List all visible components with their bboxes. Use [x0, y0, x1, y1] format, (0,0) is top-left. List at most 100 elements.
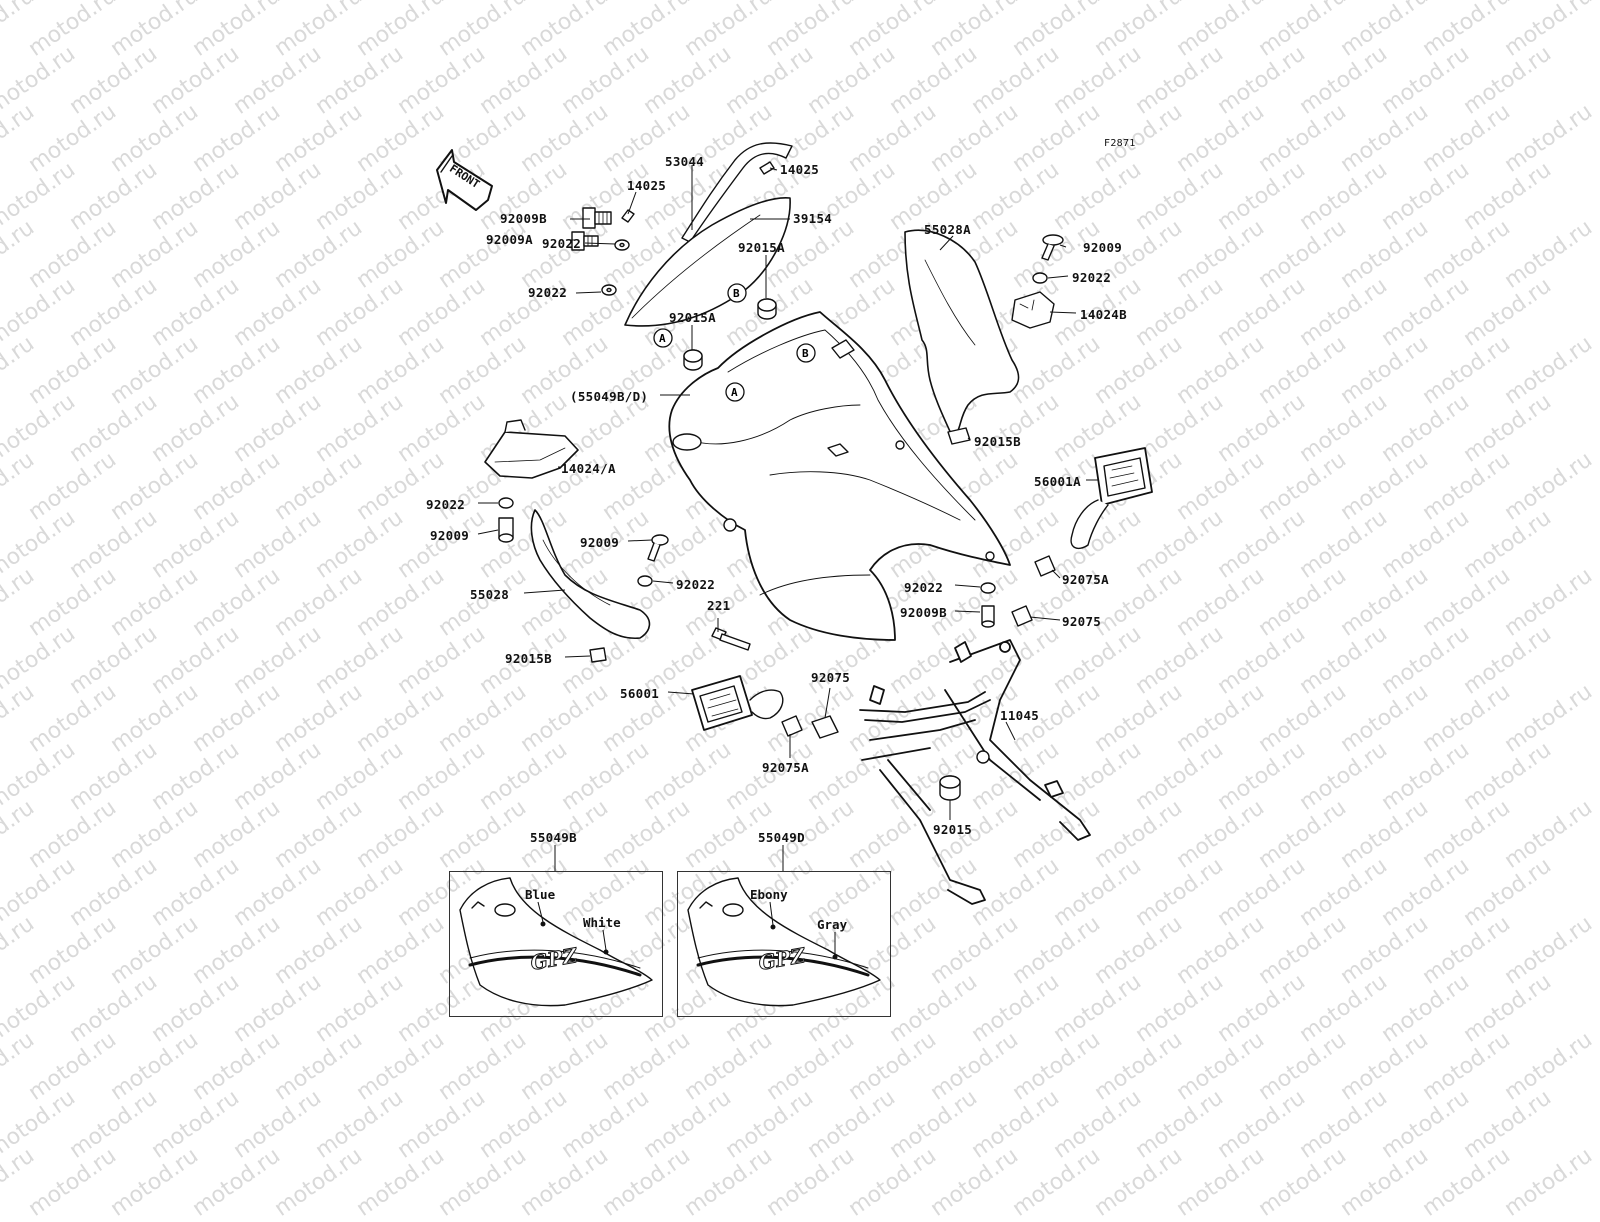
washer-92022-mid — [637, 575, 653, 587]
leader-92022-mid — [652, 580, 674, 584]
spacer-92075-right — [1011, 605, 1033, 627]
mirror-right — [1070, 447, 1153, 550]
hose-clip-left — [621, 209, 635, 223]
label-92075A-right: 92075A — [1062, 572, 1109, 587]
windshield — [624, 197, 791, 327]
inset2-color1: Ebony — [750, 887, 788, 902]
label-56001: 56001 — [620, 686, 660, 701]
label-55028: 55028 — [470, 587, 510, 602]
screw-92009-top-right — [1041, 234, 1064, 261]
label-92022-b: 92022 — [528, 285, 568, 300]
svg-text:A: A — [659, 332, 666, 345]
leader-92075-right — [1029, 616, 1061, 621]
leader-14025-right — [769, 167, 778, 171]
label-55028A: 55028A — [924, 222, 971, 237]
label-39154: 39154 — [793, 211, 833, 226]
leader-14024B — [1049, 311, 1077, 314]
washer-92022-b — [601, 284, 617, 296]
grommet-92015 — [939, 775, 961, 801]
figure-id: F2871 — [1104, 138, 1136, 149]
inset1-color2: White — [583, 915, 621, 930]
label-92015B-right: 92015B — [974, 434, 1021, 449]
label-55049BD: (55049B/D) — [570, 389, 649, 404]
svg-text:A: A — [731, 386, 738, 399]
label-92022-top-right: 92022 — [1072, 270, 1112, 285]
label-92022-a: 92022 — [542, 236, 582, 251]
leader-11045 — [1005, 721, 1016, 741]
hose-clip-right — [759, 161, 775, 175]
washer-92022-right-mid — [980, 582, 996, 594]
leader-92009-mid — [627, 539, 653, 542]
mirror-left — [691, 675, 784, 731]
bracket-14024A — [484, 431, 579, 479]
label-92009-mid: 92009 — [580, 535, 620, 550]
clip-92015B-left — [589, 647, 607, 663]
inset2-box — [677, 871, 891, 1017]
label-14024B: 14024B — [1080, 307, 1127, 322]
ref-marker-b-cowl: B — [796, 343, 816, 363]
screw-92009-mid — [647, 534, 669, 562]
leader-ebony — [769, 901, 774, 926]
leader-92009B-mid — [954, 610, 981, 613]
inner-panel-right — [904, 229, 1020, 437]
leader-55028 — [523, 589, 566, 594]
screw-92009B-top — [582, 207, 612, 229]
label-92075-right: 92075 — [1062, 614, 1102, 629]
label-56001A: 56001A — [1034, 474, 1081, 489]
inset1-color1: Blue — [525, 887, 556, 902]
leader-92022-b — [575, 291, 602, 294]
leader-blue — [537, 901, 544, 923]
label-92015A-lower: 92015A — [669, 310, 716, 325]
svg-text:B: B — [733, 287, 740, 300]
ref-marker-a-windshield: A — [653, 328, 673, 348]
label-92075-mid: 92075 — [811, 670, 851, 685]
label-92075A-mid: 92075A — [762, 760, 809, 775]
leader-14025-left — [627, 191, 637, 215]
spacer-92075-mid — [811, 715, 839, 739]
label-92015B-left: 92015B — [505, 651, 552, 666]
label-14025-left: 14025 — [627, 178, 667, 193]
label-92009B-top: 92009B — [500, 211, 547, 226]
leader-56001 — [667, 691, 695, 695]
label-221: 221 — [707, 598, 731, 613]
grommet-92015A-upper — [757, 298, 777, 320]
spacer-92075A-right — [1034, 555, 1056, 577]
inset-cowl-55049B — [459, 877, 653, 1007]
inner-panel-left — [530, 509, 651, 640]
leader-92015B-left — [564, 655, 591, 658]
label-92015A-upper: 92015A — [738, 240, 785, 255]
leader-92009-top-right — [1059, 244, 1067, 248]
spacer-92075A-mid — [781, 715, 803, 737]
washer-92022-top-right — [1032, 272, 1048, 284]
washer-92022-a — [614, 239, 630, 251]
ref-marker-a-cowl: A — [725, 382, 745, 402]
cowl-stay — [859, 639, 1091, 905]
inset1-part-label: 55049B — [530, 830, 577, 845]
leader-white — [602, 929, 607, 951]
upper-cowl — [668, 311, 1011, 641]
ref-marker-b-windshield: B — [727, 283, 747, 303]
leader-92009-left — [477, 529, 499, 535]
leader-92022-a — [584, 242, 616, 245]
trim-hose — [681, 142, 793, 243]
screw-92009-left — [498, 517, 514, 543]
leader-92022-top-right — [1047, 275, 1069, 279]
front-arrow-icon — [436, 149, 493, 211]
leader-92015B-right — [967, 437, 971, 441]
label-92022-right-mid: 92022 — [904, 580, 944, 595]
label-92009-left: 92009 — [430, 528, 470, 543]
screw-221 — [711, 627, 751, 651]
label-92009-top-right: 92009 — [1083, 240, 1123, 255]
inset1-box — [449, 871, 663, 1017]
label-92009A: 92009A — [486, 232, 533, 247]
leader-55028A — [939, 235, 954, 251]
grommet-92015A-lower — [683, 349, 703, 371]
label-92015: 92015 — [933, 822, 973, 837]
label-11045: 11045 — [1000, 708, 1040, 723]
inset2-part-label: 55049D — [758, 830, 805, 845]
label-53044: 53044 — [665, 154, 705, 169]
washer-92022-left — [498, 497, 514, 509]
leader-92075A-right — [1051, 569, 1061, 579]
label-92022-left: 92022 — [426, 497, 466, 512]
